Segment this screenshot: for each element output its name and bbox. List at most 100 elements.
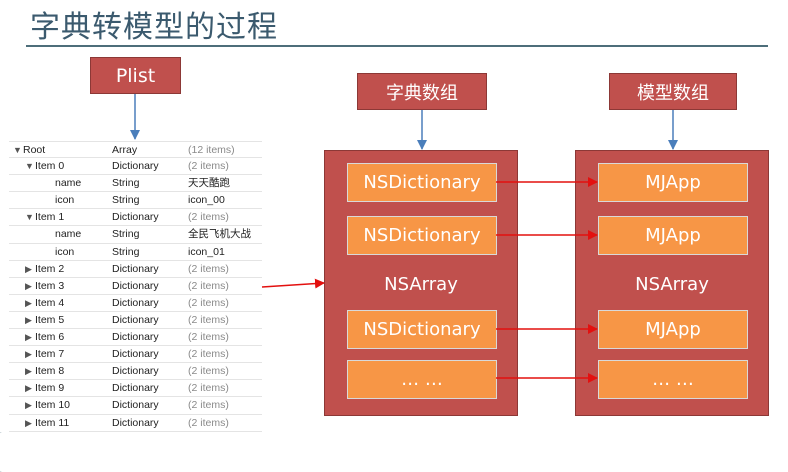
plist-type: Dictionary <box>112 348 159 361</box>
disclosure-open-icon[interactable]: ▼ <box>13 145 22 155</box>
model-item-3: MJApp <box>598 310 748 349</box>
plist-type: Dictionary <box>112 331 159 344</box>
plist-type: String <box>112 194 140 207</box>
plist-key: Root <box>23 144 46 156</box>
plist-row[interactable]: ▼Item 0 Dictionary (2 items) <box>9 158 262 176</box>
dictionary-array-type-label: NSArray <box>384 274 458 295</box>
disclosure-closed-icon[interactable]: ▶ <box>25 400 32 411</box>
slide-title: 字典转模型的过程 <box>30 10 278 45</box>
plist-type: Dictionary <box>112 399 159 412</box>
plist-type: Array <box>112 144 138 156</box>
disclosure-closed-icon[interactable]: ▶ <box>25 366 32 377</box>
plist-value: (2 items) <box>188 313 229 326</box>
plist-type: Dictionary <box>112 365 159 378</box>
plist-key: Item 7 <box>35 348 65 361</box>
plist-to-array-arrow <box>261 278 325 289</box>
plist-row[interactable]: ▶Item 2 Dictionary (2 items) <box>9 261 262 278</box>
plist-value: (2 items) <box>188 296 229 309</box>
plist-row[interactable]: name String 天天酷跑 <box>9 175 262 193</box>
disclosure-open-icon[interactable]: ▼ <box>25 161 34 172</box>
plist-value: icon_00 <box>188 194 225 207</box>
plist-row[interactable]: ▶Item 5 Dictionary (2 items) <box>9 312 262 330</box>
plist-label: Plist <box>90 57 181 94</box>
plist-row[interactable]: ▶Item 4 Dictionary (2 items) <box>9 295 262 312</box>
arrows-layer <box>130 94 678 383</box>
disclosure-closed-icon[interactable]: ▶ <box>25 417 32 428</box>
plist-type: Dictionary <box>112 211 159 224</box>
plist-key: Item 11 <box>35 416 70 429</box>
dictionary-item-more: … … <box>347 360 497 399</box>
plist-value: (2 items) <box>188 331 229 344</box>
plist-key: name <box>55 177 82 190</box>
plist-key: Item 9 <box>35 382 65 395</box>
model-array-label: 模型数组 <box>609 73 737 110</box>
plist-row[interactable]: icon String icon_00 <box>9 192 262 210</box>
plist-type: Dictionary <box>112 160 159 173</box>
plist-type: Dictionary <box>112 296 159 309</box>
plist-type: Dictionary <box>112 279 159 292</box>
plist-type: String <box>112 228 140 241</box>
plist-key: Item 4 <box>35 296 65 309</box>
plist-row[interactable]: ▶Item 11 Dictionary (2 items) <box>9 415 262 432</box>
plist-type: String <box>112 177 140 190</box>
model-item-1: MJApp <box>598 163 748 202</box>
plist-value: (2 items) <box>188 279 229 292</box>
disclosure-closed-icon[interactable]: ▶ <box>25 280 32 291</box>
plist-value: (2 items) <box>188 365 229 378</box>
dictionary-item-1: NSDictionary <box>347 163 497 202</box>
disclosure-closed-icon[interactable]: ▶ <box>25 349 32 360</box>
plist-type: Dictionary <box>112 416 159 429</box>
disclosure-closed-icon[interactable]: ▶ <box>25 314 32 325</box>
plist-value: icon_01 <box>188 245 225 258</box>
model-array-type-label: NSArray <box>635 274 709 295</box>
plist-row[interactable]: ▶Item 3 Dictionary (2 items) <box>9 278 262 295</box>
disclosure-open-icon[interactable]: ▼ <box>25 212 34 223</box>
plist-key: Item 6 <box>35 331 65 344</box>
dictionary-array-container: NSDictionary NSDictionary NSArray NSDict… <box>324 150 518 416</box>
plist-row[interactable]: name String 全民飞机大战 <box>9 226 262 244</box>
plist-key: Item 3 <box>35 279 65 292</box>
model-item-more: … … <box>598 360 748 399</box>
plist-row[interactable]: ▶Item 10 Dictionary (2 items) <box>9 397 262 415</box>
plist-value: (12 items) <box>188 144 235 156</box>
plist-type: Dictionary <box>112 262 159 275</box>
plist-row[interactable]: ▼Root Array (12 items) <box>9 141 262 159</box>
plist-value: (2 items) <box>188 160 229 173</box>
plist-type: Dictionary <box>112 313 159 326</box>
plist-key: icon <box>55 245 75 258</box>
plist-row[interactable]: ▶Item 6 Dictionary (2 items) <box>9 329 262 347</box>
dictionary-item-3: NSDictionary <box>347 310 497 349</box>
plist-key: icon <box>55 194 75 207</box>
plist-row[interactable]: ▼Item 1 Dictionary (2 items) <box>9 209 262 227</box>
plist-type: Dictionary <box>112 382 159 395</box>
plist-row[interactable]: ▶Item 8 Dictionary (2 items) <box>9 363 262 381</box>
plist-value: (2 items) <box>188 211 229 224</box>
plist-value: (2 items) <box>188 399 229 412</box>
plist-value: (2 items) <box>188 262 229 275</box>
model-item-2: MJApp <box>598 216 748 255</box>
plist-value: 全民飞机大战 <box>188 228 251 241</box>
disclosure-closed-icon[interactable]: ▶ <box>25 297 32 308</box>
plist-value: 天天酷跑 <box>188 177 230 190</box>
plist-row[interactable]: ▶Item 9 Dictionary (2 items) <box>9 380 262 398</box>
plist-key: name <box>55 228 82 241</box>
plist-key: Item 2 <box>35 262 65 275</box>
plist-key: Item 10 <box>35 399 71 412</box>
plist-key: Item 8 <box>35 365 65 378</box>
disclosure-closed-icon[interactable]: ▶ <box>25 263 32 274</box>
dictionary-item-2: NSDictionary <box>347 216 497 255</box>
plist-value: (2 items) <box>188 382 229 395</box>
dict-array-label: 字典数组 <box>357 73 487 110</box>
plist-key: Item 5 <box>35 313 65 326</box>
model-array-container: MJApp MJApp NSArray MJApp … … <box>575 150 769 416</box>
plist-value: (2 items) <box>188 416 229 429</box>
plist-key: Item 0 <box>35 160 65 173</box>
title-divider <box>26 45 768 47</box>
plist-key: Item 1 <box>35 211 65 224</box>
plist-row[interactable]: icon String icon_01 <box>9 244 262 261</box>
disclosure-closed-icon[interactable]: ▶ <box>25 383 32 394</box>
disclosure-closed-icon[interactable]: ▶ <box>25 332 32 343</box>
plist-type: String <box>112 245 140 258</box>
